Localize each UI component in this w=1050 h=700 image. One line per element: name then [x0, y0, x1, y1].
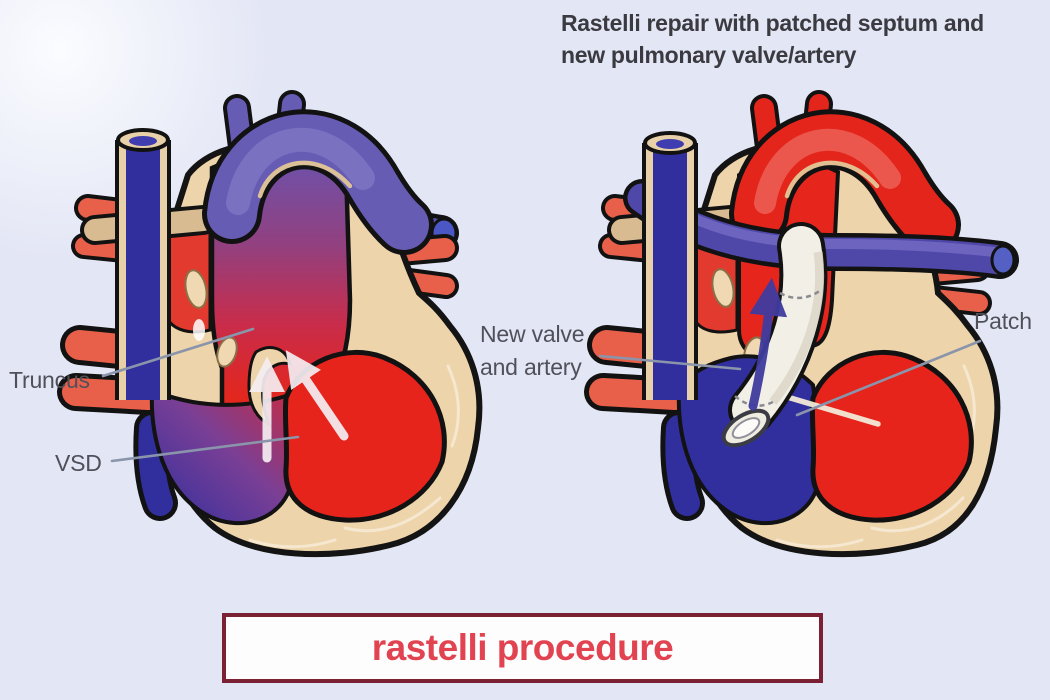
- label-truncus: Truncus: [9, 367, 90, 393]
- caption-box: rastelli procedure: [222, 613, 823, 683]
- left-heart-ivc-vessel: [133, 410, 178, 521]
- left-heart-left-ventricle: [282, 349, 447, 523]
- leader-line-patch: [795, 339, 982, 417]
- figure-title: Rastelli repair with patched septum and …: [561, 10, 984, 69]
- right-heart-left-ventricle: [809, 349, 974, 523]
- left-heart-valve-details: [184, 269, 238, 368]
- left-heart-truncal-arch: [202, 90, 434, 255]
- left-heart-svc-vessel: [115, 128, 171, 400]
- right-heart-illustration: [584, 90, 1019, 558]
- leader-line-new-valve: [598, 354, 742, 371]
- label-patch: Patch: [974, 308, 1032, 334]
- label-new-valve-and-artery: New valve and artery: [480, 321, 585, 381]
- leader-line-truncus: [101, 327, 255, 378]
- left-heart-illustration: [57, 90, 483, 558]
- left-heart-right-ventricle: [149, 387, 294, 525]
- right-heart-svc-vessel: [642, 131, 698, 400]
- right-heart-ivc-vessel: [660, 410, 705, 521]
- leader-line-vsd: [110, 435, 300, 463]
- label-vsd: VSD: [55, 450, 102, 476]
- conduit-cut-end: [721, 408, 771, 448]
- caption-text: rastelli procedure: [371, 627, 674, 668]
- right-heart-aortic-arch: [729, 90, 961, 255]
- conduit-flow-arrow: [748, 277, 788, 411]
- leader-lines: [101, 327, 982, 463]
- conduit-new-valve-artery: [721, 222, 828, 448]
- blood-flow-arrows: [249, 350, 349, 463]
